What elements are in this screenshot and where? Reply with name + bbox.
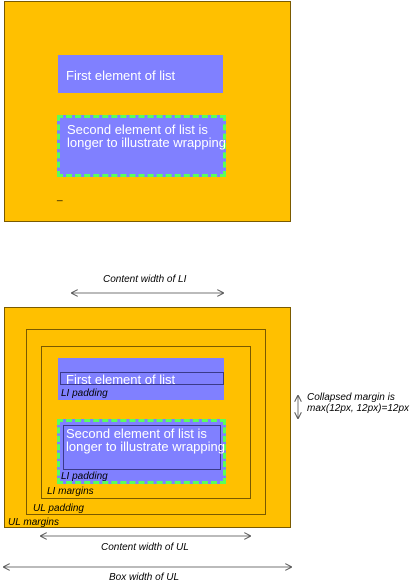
ul-padding-label: UL padding — [33, 503, 84, 514]
ul-margins-label: UL margins — [8, 517, 59, 528]
list-item-second-bottom-text: Second element of list is longer to illu… — [66, 426, 225, 454]
content-width-ul-label: Content width of UL — [101, 542, 189, 553]
list-item-first-bottom-text: First element of list — [66, 372, 176, 387]
box-width-ul-label: Box width of UL — [109, 572, 180, 583]
list-item-first-content — [60, 372, 224, 385]
list-item-first-top: First element of list — [58, 55, 223, 93]
list-item-second-top-text: Second element of list is longer to illu… — [67, 122, 226, 150]
list-item-second-content — [63, 425, 221, 470]
ul-box-top — [4, 1, 291, 222]
li-padding-label-first: LI padding — [61, 388, 108, 399]
li-margin-box — [41, 346, 251, 499]
collapsed-margin-label-line2: max(12px, 12px)=12px — [307, 403, 410, 414]
collapsed-margin-label-line1: Collapsed margin is — [307, 392, 395, 403]
empty-list-marker: _ — [57, 191, 63, 202]
content-width-li-label: Content width of LI — [103, 274, 187, 285]
list-item-second-bottom — [57, 419, 226, 484]
list-item-first-bottom — [58, 358, 224, 400]
li-margins-label: LI margins — [47, 486, 94, 497]
list-item-second-top: Second element of list is longer to illu… — [57, 115, 226, 177]
list-item-first-top-text: First element of list — [66, 68, 176, 83]
ul-padding-box — [26, 329, 266, 515]
ul-box-bottom — [4, 307, 291, 528]
li-padding-label-second: LI padding — [61, 471, 108, 482]
